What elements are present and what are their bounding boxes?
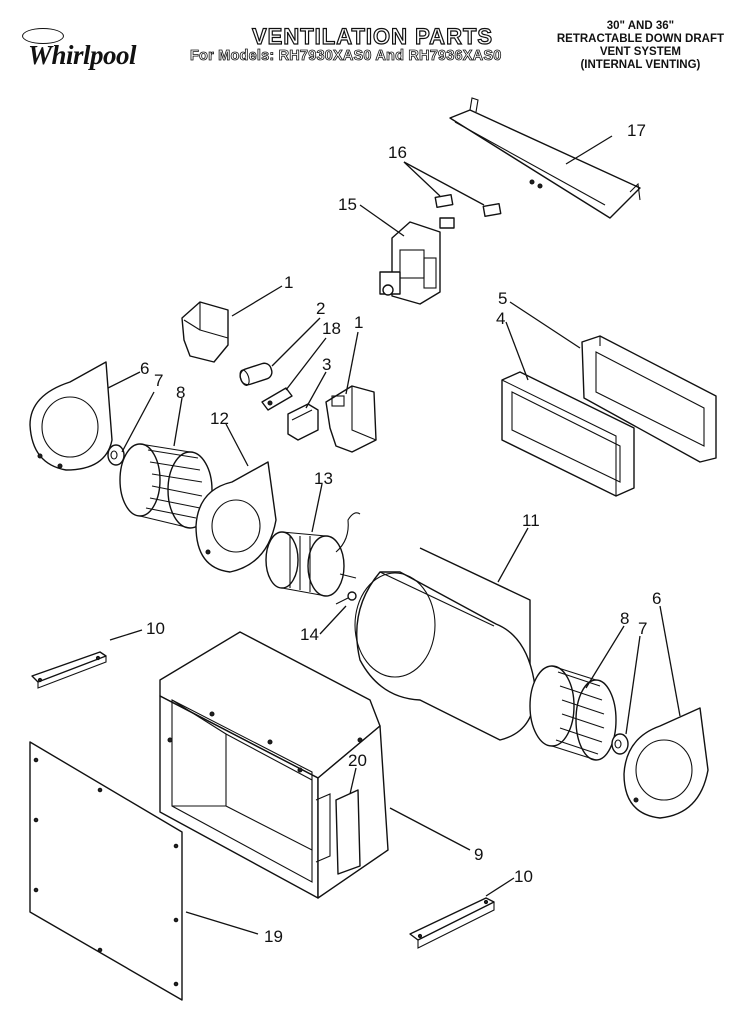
part-7-left-hub-nut bbox=[107, 444, 125, 466]
callout-9: 9 bbox=[474, 845, 483, 864]
callout-3: 3 bbox=[322, 355, 331, 374]
logo-oval-icon bbox=[22, 28, 64, 44]
callout-6-right: 6 bbox=[652, 589, 661, 608]
system-line-venting: (INTERNAL VENTING) bbox=[580, 59, 701, 71]
system-line-type: RETRACTABLE DOWN DRAFT bbox=[556, 33, 724, 45]
part-7-right-hub-nut bbox=[611, 733, 629, 755]
part-15-motor-assembly bbox=[379, 221, 441, 305]
callout-8-right: 8 bbox=[620, 609, 629, 628]
callout-1-lower: 1 bbox=[354, 313, 363, 332]
callout-labels: 17 16 15 1 2 18 1 3 5 4 6 7 8 12 13 11 1… bbox=[140, 121, 661, 946]
part-18-clamp bbox=[261, 387, 293, 411]
part-3-terminal-block bbox=[287, 403, 319, 441]
callout-6-left: 6 bbox=[140, 359, 149, 378]
callout-10-upper: 10 bbox=[146, 619, 165, 638]
callout-7-left: 7 bbox=[154, 371, 163, 390]
page-title: VENTILATION PARTS bbox=[251, 23, 494, 49]
part-4-duct-transition bbox=[501, 371, 635, 497]
part-2-capacitor bbox=[239, 362, 273, 386]
callout-17: 17 bbox=[627, 121, 646, 140]
callout-20: 20 bbox=[348, 751, 367, 770]
part-10-upper-angle-bracket bbox=[31, 651, 107, 689]
callout-13: 13 bbox=[314, 469, 333, 488]
callout-5: 5 bbox=[498, 289, 507, 308]
part-19-cover-panel bbox=[29, 741, 183, 1001]
part-16-switches bbox=[434, 193, 502, 229]
part-12-scroll-plate bbox=[195, 461, 277, 573]
part-1-upper-bracket bbox=[181, 301, 229, 363]
part-17-bracket bbox=[449, 97, 641, 219]
system-description: 30" AND 36" RETRACTABLE DOWN DRAFT VENT … bbox=[557, 20, 724, 72]
part-5-duct-frame bbox=[581, 335, 717, 463]
models-subtitle: For Models: RH7930XAS0 And RH7936XAS0 bbox=[190, 48, 502, 65]
callout-1-upper: 1 bbox=[284, 273, 293, 292]
callout-10-lower: 10 bbox=[514, 867, 533, 886]
callout-12: 12 bbox=[210, 409, 229, 428]
part-14-screw bbox=[335, 591, 357, 605]
callout-2: 2 bbox=[316, 299, 325, 318]
part-13-blower-motor bbox=[265, 512, 361, 597]
callout-14: 14 bbox=[300, 625, 319, 644]
callout-19: 19 bbox=[264, 927, 283, 946]
system-line-vent: VENT SYSTEM bbox=[599, 46, 681, 58]
part-8-right-blower-wheel bbox=[529, 665, 617, 761]
brand-name: Whirlpool bbox=[28, 40, 137, 70]
part-1-lower-bracket bbox=[325, 385, 377, 453]
part-11-blower-housing bbox=[354, 547, 536, 741]
part-6-left-housing-plate bbox=[29, 361, 113, 471]
callout-11: 11 bbox=[522, 511, 540, 530]
callout-8-left: 8 bbox=[176, 383, 185, 402]
part-10-lower-angle-bracket bbox=[409, 897, 495, 949]
leader-lines bbox=[107, 135, 681, 935]
callout-16: 16 bbox=[388, 143, 407, 162]
callout-4: 4 bbox=[496, 309, 505, 328]
part-6-right-housing-plate bbox=[623, 707, 709, 819]
callout-15: 15 bbox=[338, 195, 357, 214]
callout-18: 18 bbox=[322, 319, 341, 338]
callout-7-right: 7 bbox=[638, 619, 647, 638]
whirlpool-logo: Whirlpool bbox=[22, 28, 150, 74]
system-line-size: 30" AND 36" bbox=[606, 20, 675, 32]
